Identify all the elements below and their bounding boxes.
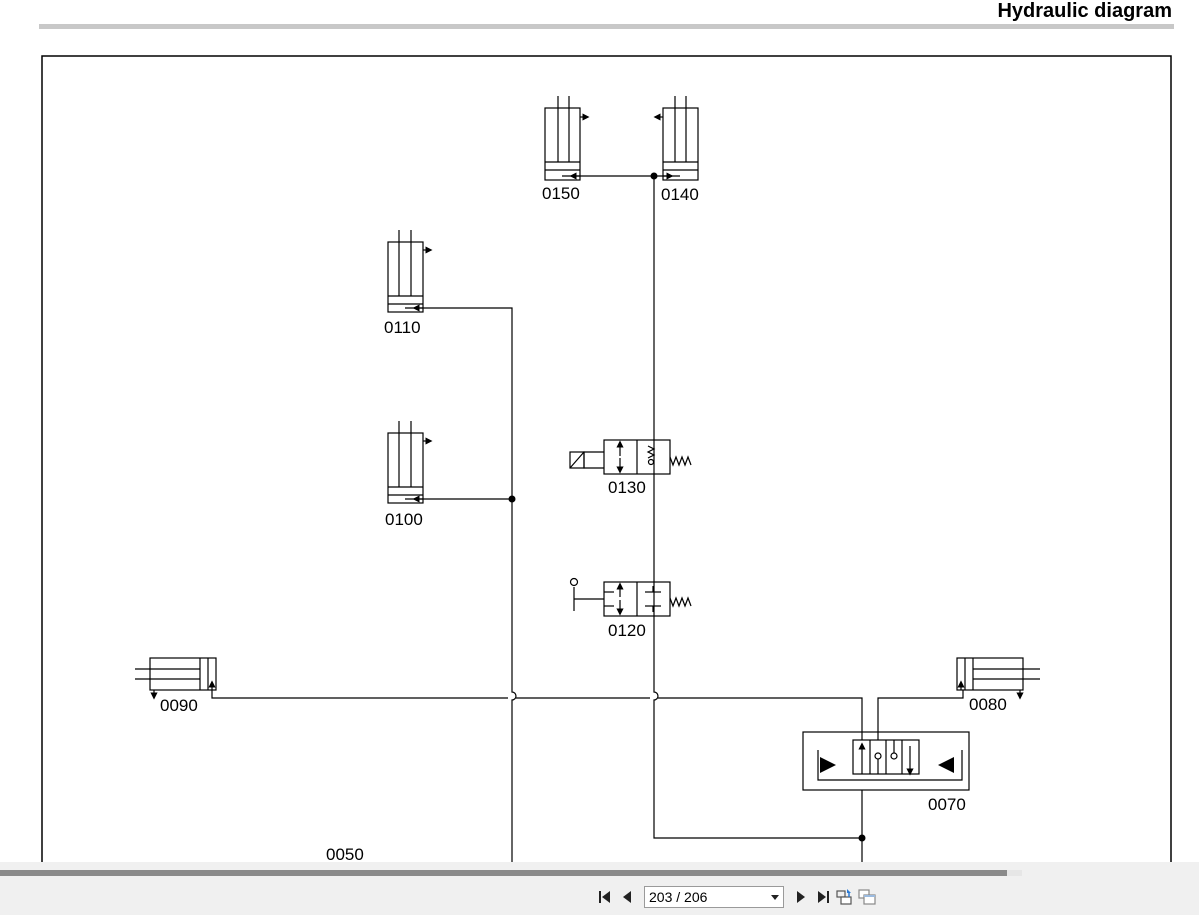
last-page-icon[interactable] bbox=[812, 885, 834, 909]
label-0110: 0110 bbox=[384, 318, 421, 337]
label-0120: 0120 bbox=[608, 621, 646, 640]
cylinder-0140 bbox=[653, 96, 699, 181]
junction-dots bbox=[508, 172, 866, 842]
title-rule bbox=[39, 24, 1174, 29]
valve-0120 bbox=[569, 577, 692, 617]
page-progress-fill bbox=[0, 870, 1007, 876]
valve-0130 bbox=[569, 439, 692, 475]
label-0130: 0130 bbox=[608, 478, 646, 497]
label-0050: 0050 bbox=[326, 845, 364, 862]
cylinder-0110 bbox=[387, 230, 433, 313]
label-0070: 0070 bbox=[928, 795, 966, 814]
cylinder-0080 bbox=[956, 657, 1040, 700]
page-navigation: 203 / 206 bbox=[594, 882, 878, 912]
label-0080: 0080 bbox=[969, 695, 1007, 714]
valve-0070-actuators bbox=[820, 757, 954, 773]
cylinder-0150 bbox=[544, 96, 590, 181]
page-indicator: 203 / 206 bbox=[649, 889, 708, 905]
cylinder-0090 bbox=[135, 657, 217, 700]
next-page-icon[interactable] bbox=[790, 885, 812, 909]
chevron-down-icon bbox=[767, 894, 783, 900]
window-icon[interactable] bbox=[856, 885, 878, 909]
export-icon[interactable] bbox=[834, 885, 856, 909]
previous-page-icon[interactable] bbox=[616, 885, 638, 909]
page-progress-bar[interactable] bbox=[0, 870, 1022, 876]
label-0140: 0140 bbox=[661, 185, 699, 204]
page-select[interactable]: 203 / 206 bbox=[644, 886, 784, 908]
first-page-icon[interactable] bbox=[594, 885, 616, 909]
valve-0070 bbox=[802, 731, 970, 791]
diagram-frame bbox=[41, 55, 1172, 862]
label-0150: 0150 bbox=[542, 184, 580, 203]
hydraulic-lines bbox=[211, 175, 964, 862]
cylinder-0100 bbox=[387, 421, 433, 504]
label-0100: 0100 bbox=[385, 510, 423, 529]
viewer-toolbar: 203 / 206 bbox=[0, 862, 1199, 915]
hydraulic-diagram: 0150 0140 0110 0100 bbox=[41, 55, 1172, 862]
page-title: Hydraulic diagram bbox=[997, 0, 1172, 22]
label-0090: 0090 bbox=[160, 696, 198, 715]
